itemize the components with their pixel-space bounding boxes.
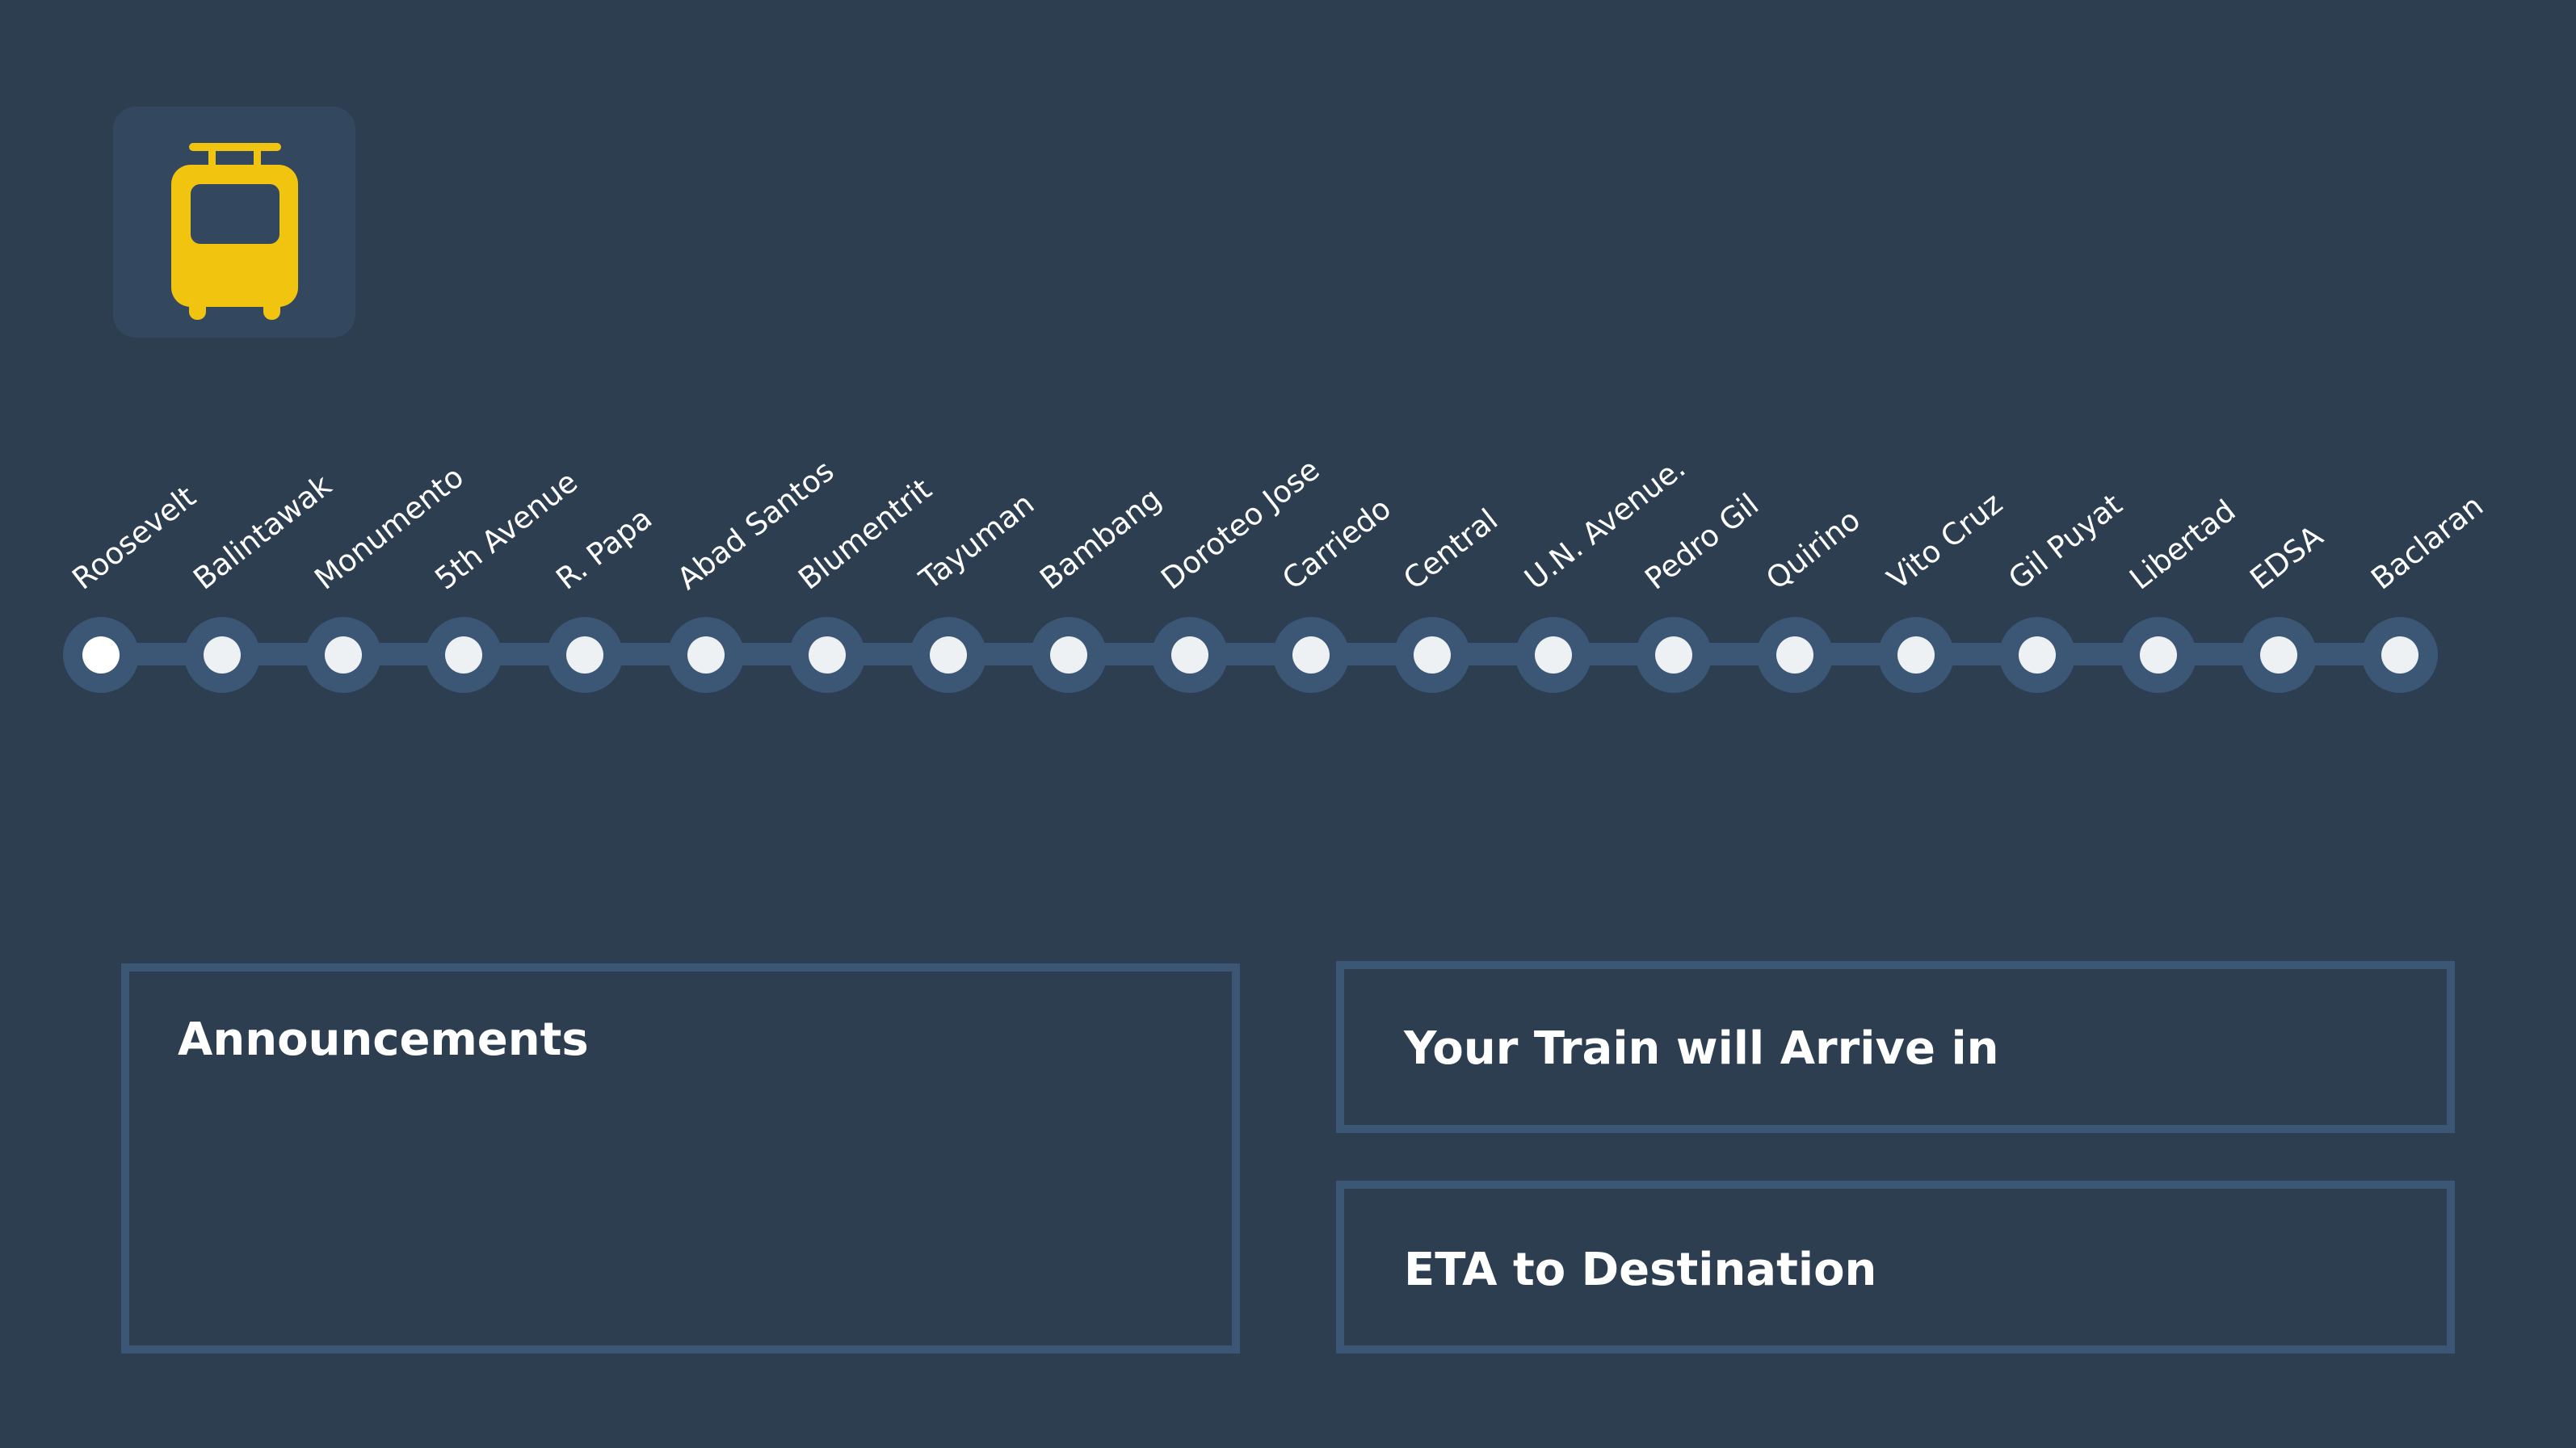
station-dot-core — [1050, 636, 1088, 674]
station-dot-core — [808, 636, 846, 674]
station-label: Gil Puyat — [2002, 486, 2128, 597]
station-dot[interactable] — [547, 617, 624, 693]
station-dot-core — [1534, 636, 1572, 674]
station-dot[interactable] — [1393, 617, 1470, 693]
station-dot-core — [1171, 636, 1209, 674]
station-dot-core — [203, 636, 241, 674]
announcements-panel: Announcements — [121, 963, 1240, 1354]
station-dot[interactable] — [910, 617, 986, 693]
station-label: EDSA — [2243, 518, 2330, 597]
station-dot-core — [687, 636, 725, 674]
station-dot[interactable] — [2362, 617, 2439, 693]
app-logo-tile — [113, 107, 355, 338]
station-label: Central — [1397, 502, 1504, 597]
station-dot-core — [1776, 636, 1814, 674]
station-dot[interactable] — [1878, 617, 1954, 693]
arrival-panel: Your Train will Arrive in — [1336, 961, 2455, 1133]
station-dot[interactable] — [183, 617, 260, 693]
station-dot[interactable] — [1636, 617, 1712, 693]
station-dot[interactable] — [1152, 617, 1229, 693]
station-dot-core — [2381, 636, 2419, 674]
station-dot-core — [566, 636, 604, 674]
station-dot-core — [1897, 636, 1935, 674]
station-dot[interactable] — [668, 617, 744, 693]
station-label: Quirino — [1759, 502, 1868, 597]
station-label: R. Papa — [549, 501, 659, 597]
station-dot-core — [82, 636, 120, 674]
station-dot[interactable] — [1031, 617, 1107, 693]
station-dot-core — [2018, 636, 2056, 674]
station-dot-core — [445, 636, 483, 674]
tram-icon — [171, 143, 298, 320]
station-dot[interactable] — [305, 617, 381, 693]
station-label: Carriedo — [1275, 490, 1398, 597]
station-dot[interactable] — [788, 617, 865, 693]
station-dot-core — [324, 636, 362, 674]
station-dot[interactable] — [1998, 617, 2075, 693]
station-dot[interactable] — [2241, 617, 2318, 693]
station-label: Libertad — [2123, 493, 2242, 597]
station-dot-core — [929, 636, 967, 674]
station-dot[interactable] — [2120, 617, 2196, 693]
eta-panel: ETA to Destination — [1336, 1181, 2455, 1354]
station-dot[interactable] — [1273, 617, 1349, 693]
station-dot-core — [1655, 636, 1693, 674]
station-dot-core — [1292, 636, 1330, 674]
station-dot[interactable] — [1757, 617, 1834, 693]
station-dot[interactable] — [1515, 617, 1591, 693]
station-dot-core — [2260, 636, 2298, 674]
station-dot[interactable] — [63, 617, 139, 693]
announcements-title: Announcements — [178, 1014, 589, 1066]
station-label: Baclaran — [2364, 488, 2490, 597]
arrival-title: Your Train will Arrive in — [1404, 1022, 1999, 1075]
station-label: Bambang — [1033, 481, 1168, 597]
station-label: Vito Cruz — [1881, 485, 2010, 597]
station-dot-core — [2139, 636, 2177, 674]
station-dot[interactable] — [426, 617, 502, 693]
station-label: Roosevelt — [65, 479, 203, 597]
eta-title: ETA to Destination — [1404, 1244, 1877, 1296]
station-dot-core — [1413, 636, 1451, 674]
